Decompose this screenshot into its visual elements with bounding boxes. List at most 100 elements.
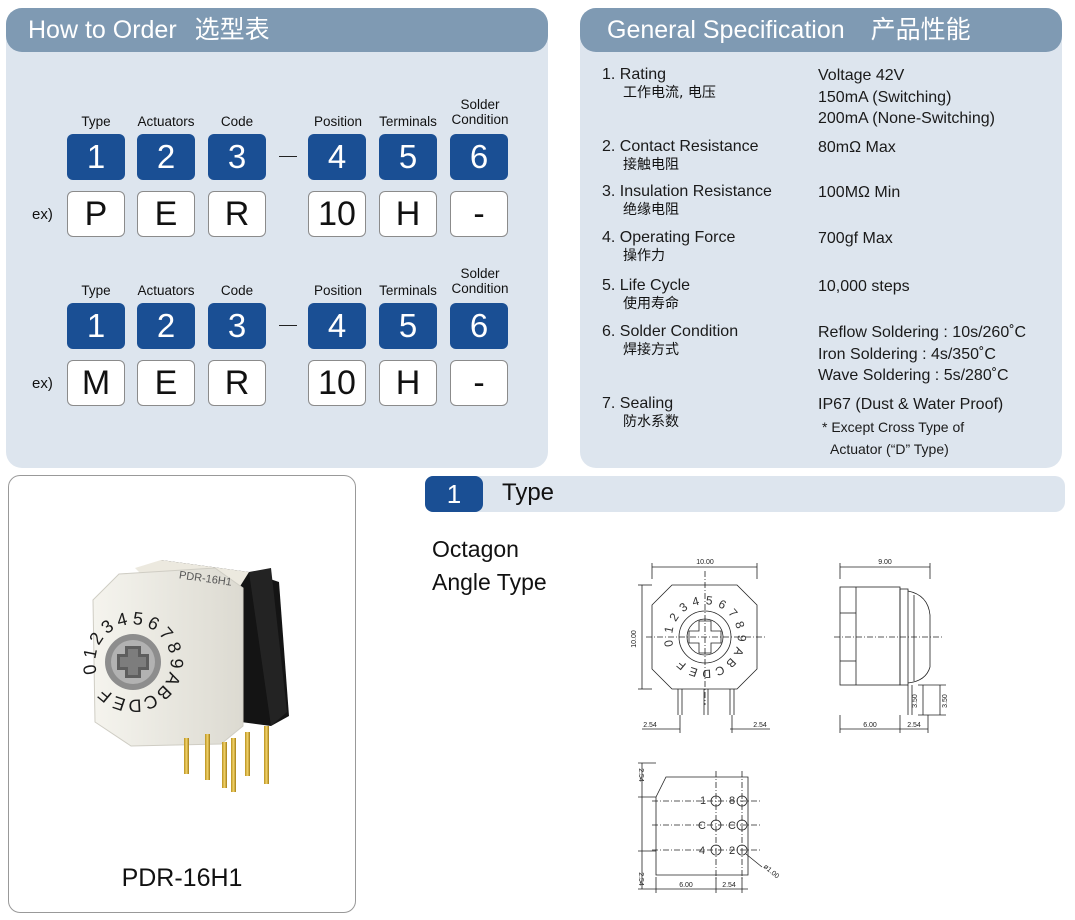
how-to-order-title-cn: 选型表: [194, 15, 270, 44]
footprint-pin-2: 2: [729, 845, 735, 857]
label-condition: Condition: [451, 112, 509, 127]
digit-box-2: 2: [137, 134, 195, 180]
dim-side-width: 9.00: [878, 559, 892, 566]
dim-pin-left: 2.54: [643, 722, 657, 729]
spec-name: 1. Rating: [602, 66, 667, 83]
drawing-dial-char-e: E: [687, 664, 699, 680]
type-number-box: 1: [425, 476, 483, 512]
ex-label: ex): [32, 375, 53, 392]
spec-value: 200mA (None-Switching): [818, 110, 995, 127]
how-to-order-header: How to Order 选型表: [6, 8, 548, 52]
spec-name-cn: 防水系数: [623, 414, 679, 430]
digit-box-1: 1: [67, 303, 125, 349]
label-terminals: Terminals: [379, 283, 437, 298]
digit-box-5: 5: [379, 134, 437, 180]
spec-name: 3. Insulation Resistance: [602, 183, 772, 200]
label-actuators: Actuators: [137, 283, 195, 298]
side-view-drawing: 9.00 3.50 3.50 6.00 2.54: [834, 559, 949, 733]
example-box-code: R: [208, 360, 266, 406]
spec-value: Voltage 42V: [818, 67, 905, 84]
dim-fp-hole: ø1.00: [762, 863, 780, 880]
spec-note: Actuator (“D” Type): [830, 440, 949, 457]
footprint-drawing: 1 8 C C 4 2 2.54 2.54 6.00 2.54 ø1.00: [637, 762, 780, 893]
product-model-name: PDR-16H1: [121, 864, 243, 892]
spec-name-cn: 工作电流, 电压: [623, 85, 716, 101]
label-position: Position: [313, 283, 363, 298]
drawing-dial-char-c: C: [713, 662, 727, 678]
drawing-dial-char-3: 3: [677, 599, 691, 614]
dial-char-5: 5: [132, 608, 144, 629]
example-box-position: 10: [308, 191, 366, 237]
dash-separator: [279, 325, 297, 326]
dim-front-height: 10.00: [631, 630, 638, 648]
footprint-pin-1: 1: [700, 795, 706, 807]
dial-char-4: 4: [115, 609, 130, 631]
label-condition: Condition: [451, 281, 509, 296]
label-solder: Solder: [460, 97, 500, 112]
footprint-pin-4: 4: [699, 845, 705, 857]
spec-value: 700gf Max: [818, 230, 893, 247]
example-box-actuators: E: [137, 191, 195, 237]
dial-char-d: D: [128, 695, 142, 716]
digit-box-3: 3: [208, 134, 266, 180]
how-to-order-title: How to Order: [28, 16, 177, 44]
octagon-title: Octagon Angle Type: [432, 533, 547, 599]
drawing-dial-char-7: 7: [725, 606, 740, 620]
dim-fp-bottom-left: 6.00: [679, 882, 693, 889]
dim-front-width: 10.00: [696, 559, 714, 566]
digit-box-5: 5: [379, 303, 437, 349]
type-section-bar: 1 Type: [425, 476, 1065, 512]
ex-label: ex): [32, 206, 53, 223]
footprint-pin-c1: C: [698, 820, 706, 832]
label-solder: Solder: [460, 266, 500, 281]
drawing-dial-char-4: 4: [691, 594, 701, 609]
spec-name-cn: 绝缘电阻: [623, 202, 679, 218]
drawing-dial-char-0: 0: [661, 639, 676, 648]
dim-side-bottom-left: 6.00: [863, 722, 877, 729]
drawing-dial-char-f: F: [674, 657, 689, 672]
drawing-dial-char-8: 8: [732, 619, 748, 630]
spec-value: IP67 (Dust & Water Proof): [818, 396, 1004, 413]
digit-box-1: 1: [67, 134, 125, 180]
dim-fp-left-top: 2.54: [637, 768, 644, 782]
spec-name: 7. Sealing: [602, 395, 674, 412]
example-box-solder: -: [450, 360, 508, 406]
spec-value: Reflow Soldering : 10s/260˚C: [818, 324, 1027, 341]
drawing-dial-char-2: 2: [666, 610, 682, 623]
spec-name-cn: 使用寿命: [623, 296, 679, 312]
label-code: Code: [220, 283, 254, 298]
spec-note: * Except Cross Type of: [822, 418, 965, 435]
digit-box-2: 2: [137, 303, 195, 349]
digit-box-6: 6: [450, 134, 508, 180]
spec-name: 4. Operating Force: [602, 229, 736, 246]
dim-pin-right: 2.54: [753, 722, 767, 729]
spec-value: 100MΩ Min: [818, 184, 901, 201]
dim-side-h1: 3.50: [912, 694, 919, 708]
drawing-dial-char-b: B: [723, 655, 739, 671]
spec-name: 5. Life Cycle: [602, 277, 691, 294]
example-box-type: P: [67, 191, 125, 237]
label-type: Type: [81, 283, 111, 298]
label-actuators: Actuators: [137, 114, 195, 129]
spec-name: 2. Contact Resistance: [602, 138, 759, 155]
type-section-label: Type: [502, 479, 555, 506]
footprint-pin-8: 8: [729, 795, 735, 807]
drawing-dial-char-d: D: [702, 667, 712, 681]
dim-fp-bottom-right: 2.54: [722, 882, 736, 889]
spec-name-cn: 接触电阻: [623, 157, 679, 173]
octagon-title-line2: Angle Type: [432, 569, 547, 595]
spec-name: 6. Solder Condition: [602, 323, 739, 340]
drawing-dial-char-1: 1: [661, 625, 676, 635]
spec-title-cn: 产品性能: [870, 15, 971, 44]
footprint-pin-c2: C: [728, 820, 736, 832]
spec-value: 10,000 steps: [818, 278, 910, 295]
dial-char-1: 1: [79, 647, 101, 661]
drawing-dial-char-6: 6: [716, 597, 729, 613]
spec-value: 150mA (Switching): [818, 88, 952, 106]
digit-box-4: 4: [308, 134, 366, 180]
example-box-terminals: H: [379, 360, 437, 406]
